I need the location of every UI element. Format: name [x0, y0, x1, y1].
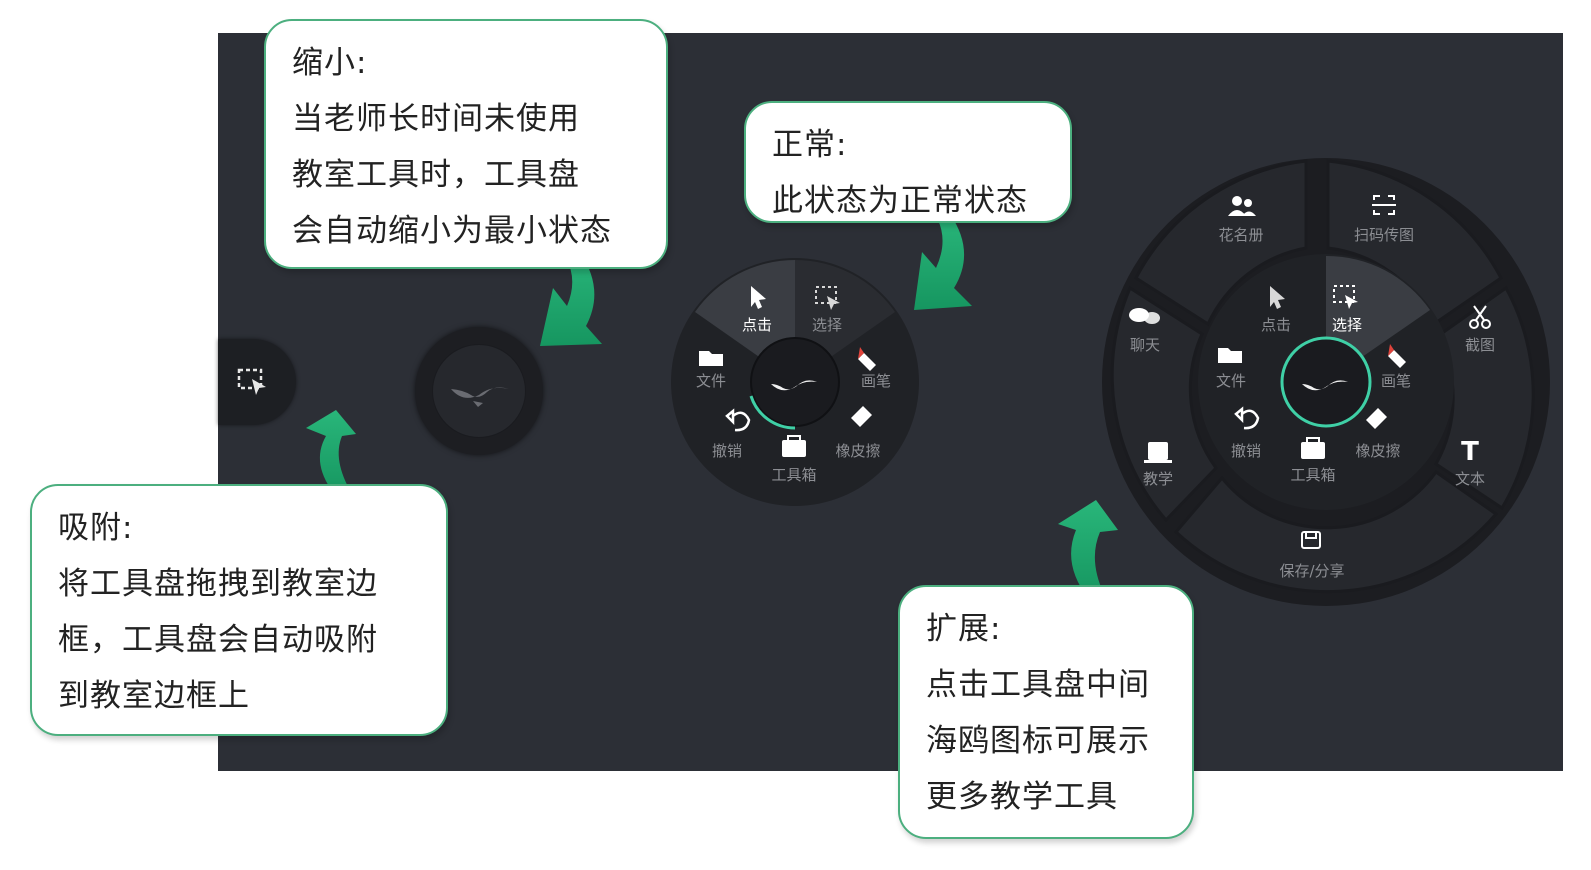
expanded-toolbar-wheel[interactable]: 点击 选择 画笔 橡皮擦 工具箱 撤销 文件 T 花名册 扫码传图 截图 文本 … — [1096, 158, 1556, 613]
tool-text-label[interactable]: 文本 — [1455, 470, 1485, 488]
chat-icon — [1129, 308, 1160, 324]
tool-click-label[interactable]: 点击 — [742, 316, 772, 334]
callout-shrink-line-2: 教室工具时，工具盘 — [292, 157, 580, 193]
tool-undo-label[interactable]: 撤销 — [1231, 442, 1261, 460]
seagull-icon[interactable] — [771, 380, 817, 391]
callout-shrink-title: 缩小: — [292, 45, 368, 81]
undo-icon — [1234, 406, 1260, 430]
callout-dock-line-1: 将工具盘拖拽到教室边 — [58, 566, 378, 602]
callout-dock-line-3: 到教室边框上 — [58, 678, 250, 714]
tool-scan-label[interactable]: 扫码传图 — [1354, 226, 1414, 244]
tool-undo-label[interactable]: 撤销 — [712, 442, 742, 460]
tool-eraser-label[interactable]: 橡皮擦 — [835, 442, 880, 460]
callout-expand-line-1: 点击工具盘中间 — [926, 667, 1150, 703]
tool-roster-label[interactable]: 花名册 — [1218, 226, 1263, 244]
seagull-icon — [451, 387, 509, 407]
roster-icon — [1228, 196, 1256, 216]
callout-expand-title: 扩展: — [926, 611, 1002, 647]
folder-icon — [1218, 348, 1242, 363]
tool-file-label[interactable]: 文件 — [696, 372, 726, 390]
pen-icon — [858, 347, 876, 371]
tool-toolbox-label[interactable]: 工具箱 — [1290, 466, 1335, 484]
arrow-to-expanded — [1058, 500, 1118, 598]
normal-toolbar-wheel[interactable]: 点击 选择 画笔 橡皮擦 工具箱 撤销 文件 — [669, 256, 921, 508]
callout-shrink: 缩小: 当老师长时间未使用 教室工具时，工具盘 会自动缩小为最小状态 — [264, 19, 668, 269]
scan-icon — [1372, 195, 1396, 215]
tool-teaching-label[interactable]: 教学 — [1143, 470, 1173, 488]
toolbox-icon — [1301, 437, 1325, 459]
scissors-icon — [1469, 305, 1491, 329]
pointer-icon — [1270, 286, 1285, 309]
eraser-icon — [851, 406, 872, 427]
arrow-to-docked — [306, 410, 356, 496]
tool-select-label[interactable]: 选择 — [812, 316, 842, 334]
callout-expand-line-3: 更多教学工具 — [926, 779, 1118, 815]
callout-shrink-line-1: 当老师长时间未使用 — [292, 101, 580, 137]
callout-dock-line-2: 框，工具盘会自动吸附 — [58, 622, 378, 658]
callout-expand-line-2: 海鸥图标可展示 — [926, 723, 1150, 759]
minimized-toolbar[interactable] — [415, 327, 543, 455]
tool-click-label[interactable]: 点击 — [1261, 316, 1291, 334]
pen-icon — [1388, 344, 1406, 368]
docked-toolbar-tab[interactable] — [218, 339, 296, 425]
tool-eraser-label[interactable]: 橡皮擦 — [1355, 442, 1400, 460]
arrow-to-normal — [914, 214, 972, 310]
toolbox-icon — [782, 435, 806, 457]
tool-pen-label[interactable]: 画笔 — [1381, 372, 1411, 390]
callout-normal-line-1: 此状态为正常状态 — [772, 183, 1028, 219]
select-icon — [815, 286, 840, 310]
tool-save-share-label[interactable]: 保存/分享 — [1279, 562, 1344, 580]
tool-file-label[interactable]: 文件 — [1216, 372, 1246, 390]
callout-normal: 正常: 此状态为正常状态 — [744, 101, 1072, 223]
teaching-icon — [1144, 442, 1172, 463]
outer-sectors — [1110, 159, 1535, 594]
folder-icon — [699, 351, 723, 366]
pointer-icon — [751, 286, 766, 309]
text-icon: T — [1461, 437, 1479, 467]
tool-toolbox-label[interactable]: 工具箱 — [771, 466, 816, 484]
seagull-icon[interactable] — [1302, 380, 1348, 391]
callout-normal-title: 正常: — [772, 127, 848, 163]
callout-shrink-line-3: 会自动缩小为最小状态 — [292, 213, 612, 249]
tool-chat-label[interactable]: 聊天 — [1130, 336, 1160, 354]
tool-screenshot-label[interactable]: 截图 — [1465, 336, 1495, 354]
select-icon — [1333, 285, 1358, 309]
save-icon — [1301, 531, 1321, 549]
eraser-icon — [1366, 408, 1387, 429]
callout-dock-title: 吸附: — [58, 510, 134, 546]
tool-select-label[interactable]: 选择 — [1332, 316, 1362, 334]
arrow-to-minimized — [540, 250, 602, 346]
select-icon — [237, 368, 266, 395]
callout-dock: 吸附: 将工具盘拖拽到教室边 框，工具盘会自动吸附 到教室边框上 — [30, 484, 448, 736]
callout-expand: 扩展: 点击工具盘中间 海鸥图标可展示 更多教学工具 — [898, 585, 1194, 839]
undo-icon — [725, 408, 751, 432]
tool-pen-label[interactable]: 画笔 — [861, 372, 891, 390]
